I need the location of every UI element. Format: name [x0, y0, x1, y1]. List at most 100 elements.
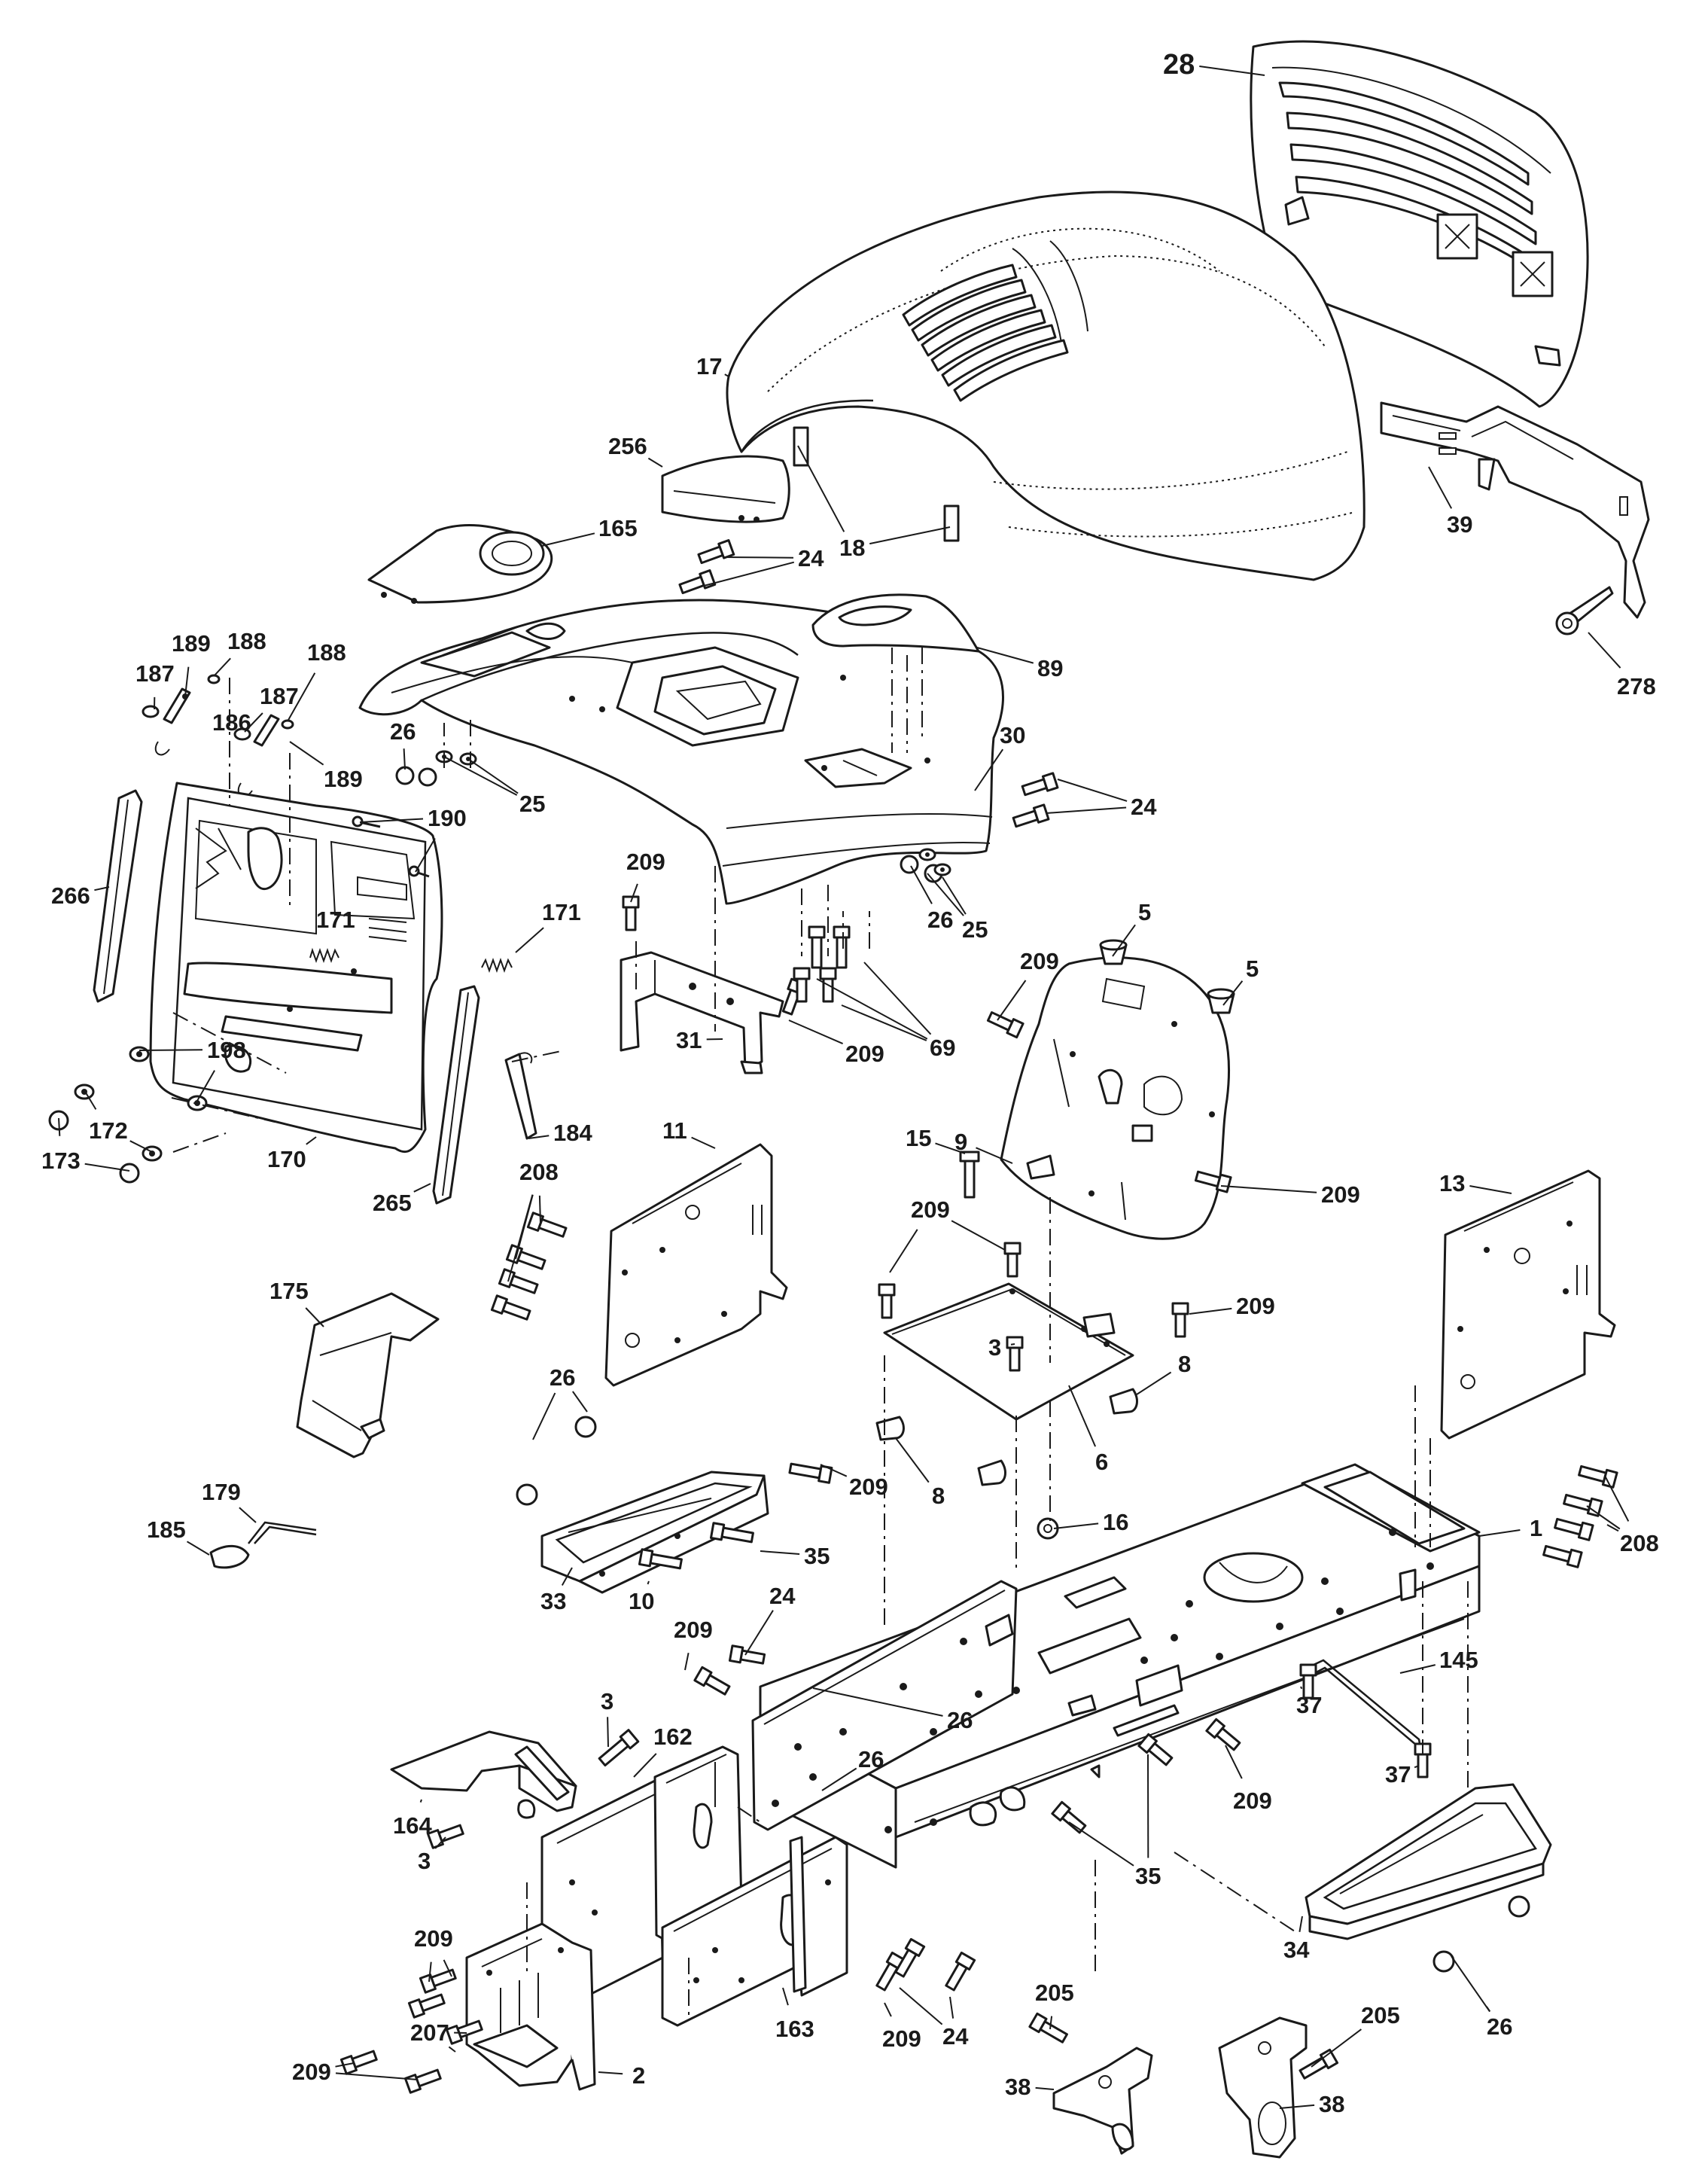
leader-line: [607, 1717, 609, 1748]
bolts-37: [1299, 1663, 1432, 1778]
callout-number: 205: [1035, 1980, 1074, 2006]
leader-line: [1604, 1475, 1630, 1522]
callout-number: 3: [988, 1334, 1001, 1361]
callout-number: 89: [1037, 655, 1063, 681]
leader-line: [974, 748, 1004, 791]
leader-line: [443, 1959, 452, 1977]
callout-c3c: 3: [418, 1836, 446, 1874]
callout-number: 184: [553, 1120, 592, 1146]
callout-number: 26: [550, 1364, 575, 1391]
bolts-209-35-10: [638, 1462, 833, 1570]
callout-c26d: 26: [812, 1687, 973, 1733]
callout-c188b: 188: [287, 639, 346, 722]
callout-number: 9: [954, 1129, 967, 1155]
fender-30: [358, 599, 1004, 905]
leader-line: [1136, 1371, 1172, 1395]
callout-number: 162: [653, 1724, 693, 1750]
callout-number: 175: [269, 1278, 309, 1304]
leader-line: [760, 1550, 800, 1555]
callout-c34: 34: [1283, 1916, 1310, 1963]
leader-line: [816, 978, 928, 1040]
callout-c208a: 208: [507, 1159, 559, 1282]
callout-c3b: 3: [601, 1688, 613, 1748]
callout-c186: 186: [212, 709, 251, 736]
callout-c209i: 209: [1225, 1745, 1272, 1814]
leader-line: [1222, 980, 1244, 1006]
callout-c8a: 8: [1136, 1351, 1191, 1395]
leader-line: [1300, 1686, 1303, 1690]
callout-number: 187: [260, 683, 299, 709]
callout-number: 69: [930, 1035, 955, 1061]
callout-number: 18: [839, 535, 865, 561]
leader-line: [1049, 2016, 1053, 2030]
leader-line: [571, 1391, 588, 1413]
callout-number: 173: [41, 1148, 81, 1174]
nuts-washers-26-25: [395, 750, 951, 883]
hood-vents: [902, 264, 1069, 402]
callout-number: 172: [89, 1117, 128, 1144]
callout-number: 209: [845, 1041, 884, 1067]
callout-number: 3: [418, 1848, 431, 1874]
leader-line: [927, 873, 964, 916]
leader-line: [744, 1610, 774, 1656]
grommets-5: [1099, 939, 1235, 1014]
callout-number: 171: [316, 907, 355, 933]
callout-c205a: 205: [1035, 1980, 1074, 2030]
lever-cover-89: [811, 593, 980, 653]
callout-number: 3: [601, 1688, 613, 1714]
callout-c173: 173: [41, 1117, 130, 1174]
callout-number: 209: [414, 1925, 453, 1952]
callout-number: 26: [1487, 2013, 1512, 2040]
callout-number: 278: [1617, 673, 1656, 699]
bracket-164: [390, 1730, 577, 1819]
support-bracket-31: [620, 951, 784, 1074]
callout-c208b: 208: [1586, 1475, 1659, 1556]
leader-line: [507, 1194, 534, 1282]
frame-rail-left: [751, 1580, 1018, 1831]
callout-c37b: 37: [1385, 1761, 1420, 1788]
callout-c185: 185: [147, 1516, 210, 1556]
callout-c38b: 38: [1279, 2091, 1344, 2117]
bolts-center-frame: [693, 1644, 1241, 1834]
leader-line: [196, 1070, 215, 1102]
rear-shroud-9: [1000, 956, 1230, 1240]
leader-line: [186, 1541, 210, 1556]
leader-line: [722, 556, 794, 559]
callout-c207: 207: [410, 2019, 467, 2053]
leader-line: [1053, 1522, 1099, 1529]
callout-number: 207: [410, 2019, 449, 2046]
leader-line: [1299, 1916, 1303, 1932]
callout-c26f: 26: [1451, 1955, 1512, 2040]
callout-number: 209: [1020, 948, 1059, 974]
leader-line: [305, 1307, 324, 1327]
callout-c3a: 3: [988, 1334, 1015, 1361]
callout-number: 30: [1000, 722, 1025, 748]
callout-c1: 1: [1478, 1515, 1542, 1541]
callout-c187a: 187: [135, 660, 175, 710]
callout-number: 209: [674, 1617, 713, 1643]
leader-line: [724, 373, 729, 377]
callout-c25b: 25: [927, 873, 988, 943]
trim-strip-265: [432, 985, 480, 1205]
callout-c24d: 24: [899, 1987, 969, 2050]
leader-line: [1057, 779, 1128, 802]
callout-number: 209: [1233, 1788, 1272, 1814]
callout-number: 163: [775, 2016, 814, 2042]
callout-c209h: 209: [674, 1617, 713, 1671]
callout-number: 190: [428, 805, 467, 831]
leader-line: [1225, 1745, 1243, 1779]
callout-c256: 256: [608, 433, 663, 468]
callout-c209d: 209: [1220, 1181, 1360, 1208]
leader-line: [419, 1799, 422, 1803]
callout-number: 188: [227, 628, 266, 654]
callout-number: 10: [629, 1588, 654, 1614]
callout-number: 31: [676, 1027, 702, 1053]
callout-c165: 165: [541, 515, 638, 547]
knob-185: [209, 1544, 250, 1569]
callout-number: 2: [632, 2062, 645, 2089]
plate-163: [661, 1836, 848, 2027]
leader-line: [306, 1136, 317, 1145]
callout-number: 26: [947, 1707, 973, 1733]
leader-line: [895, 1437, 930, 1483]
